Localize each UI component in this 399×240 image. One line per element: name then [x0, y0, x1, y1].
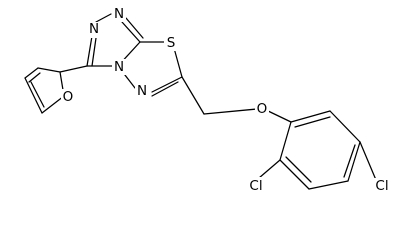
- atom-cl1: Cl: [249, 178, 262, 194]
- bond-triazole-n-c: [121, 21, 141, 43]
- bond-thiadiazole-c-n-double: [151, 81, 179, 97]
- bond-aryl-5: [279, 159, 310, 190]
- bonds: [24, 13, 377, 190]
- atom-o-furan: O: [63, 89, 74, 105]
- bond-aryl-cl1: [258, 159, 281, 179]
- bond-thiadiazole-s-c: [173, 47, 183, 78]
- bond-aryl-4: [308, 180, 349, 190]
- bond-triazole-n-n: [95, 13, 112, 23]
- structure-svg: N N N N S O O Cl Cl: [24, 6, 392, 194]
- bond-aryl-3: [347, 141, 361, 182]
- bond-thiadiazole-c-n: [151, 76, 183, 93]
- bond-triazole-n-c-double: [125, 17, 144, 39]
- atom-n4: N: [137, 83, 147, 99]
- molecule-drawing: N N N N S O O Cl Cl: [24, 6, 392, 194]
- atom-cl2: Cl: [375, 178, 388, 194]
- bond-ch2-o: [203, 108, 258, 115]
- atom-o-ether: O: [257, 101, 268, 117]
- bond-furan-c1-c2: [24, 67, 39, 79]
- bond-triazole-c-n-double: [91, 37, 97, 67]
- bond-o-aryl: [265, 109, 292, 123]
- bond-furan-triazole: [59, 65, 88, 73]
- bond-aryl-2: [329, 110, 361, 143]
- atom-n3: N: [114, 59, 124, 75]
- bond-aryl-cl2: [359, 141, 377, 181]
- bond-furan-c2-c3: [37, 67, 61, 73]
- bond-c-ch2: [181, 76, 205, 115]
- bond-aryl-1-inner: [294, 116, 331, 128]
- atom-labels: N N N N S O O Cl Cl: [61, 6, 392, 194]
- bond-furan-c1-c2-double: [28, 72, 41, 83]
- bond-aryl-3-inner: [343, 144, 356, 178]
- bond-aryl-1: [290, 110, 331, 123]
- atom-s1: S: [167, 35, 176, 51]
- bond-aryl-5-inner: [285, 156, 312, 183]
- atom-n2: N: [114, 6, 124, 22]
- bond-aryl-6: [279, 121, 292, 161]
- atom-n1: N: [89, 21, 99, 37]
- bond-triazole-c-n: [86, 35, 93, 67]
- bond-furan-o-c4: [41, 95, 65, 114]
- bond-furan-c4-c1-double: [30, 81, 45, 108]
- bond-furan-c4-c1: [24, 77, 43, 114]
